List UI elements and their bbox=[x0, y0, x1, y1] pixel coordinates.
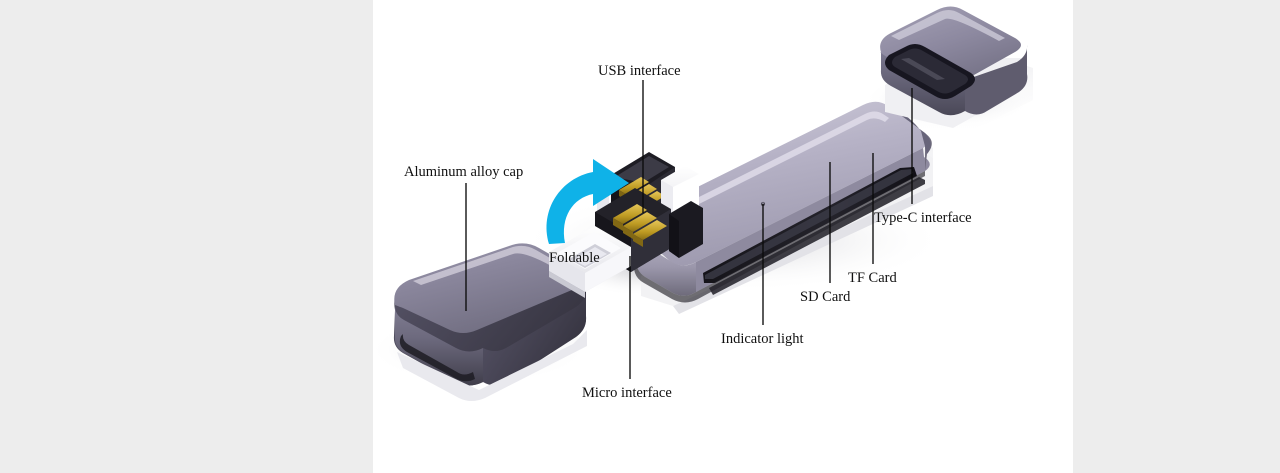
callout-label-sd-card: SD Card bbox=[800, 289, 851, 305]
product-illustration bbox=[373, 6, 1033, 401]
micro-usb-connector bbox=[549, 226, 631, 298]
type-c-plug bbox=[880, 6, 1028, 128]
callout-label-tf-card: TF Card bbox=[848, 270, 897, 286]
callout-label-aluminum-alloy-cap: Aluminum alloy cap bbox=[404, 164, 524, 180]
left-gutter bbox=[0, 0, 373, 473]
callout-leader-lines bbox=[465, 80, 913, 379]
callout-label-foldable: Foldable bbox=[549, 250, 600, 266]
callout-label-type-c-interface: Type-C interface bbox=[874, 210, 972, 226]
usb-gold-contacts-lower bbox=[613, 204, 667, 247]
callout-label-micro-interface: Micro interface bbox=[582, 385, 672, 401]
fold-direction-arrow[interactable] bbox=[546, 159, 629, 244]
callout-label-usb-interface: USB interface bbox=[598, 63, 681, 79]
aluminum-cap bbox=[393, 243, 587, 401]
main-body bbox=[631, 101, 933, 314]
callout-label-indicator-light: Indicator light bbox=[721, 331, 804, 347]
right-gutter bbox=[1073, 0, 1280, 473]
sd-card-slot bbox=[703, 167, 917, 283]
